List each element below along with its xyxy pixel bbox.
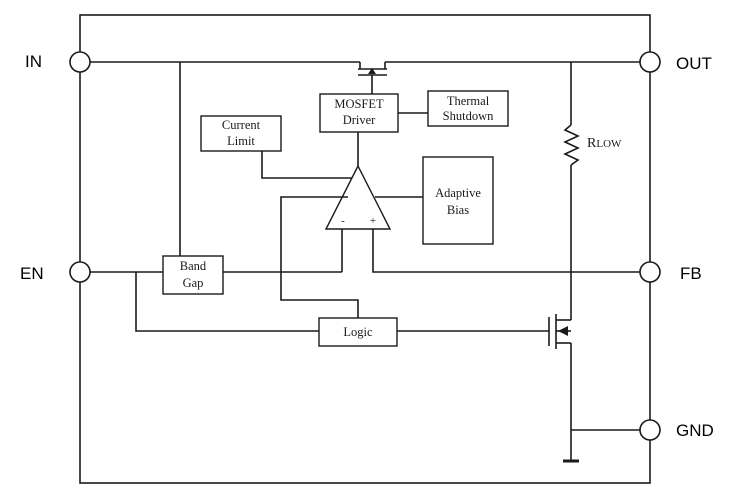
pin-gnd bbox=[639, 419, 661, 441]
rlow-label: RLOW bbox=[587, 136, 622, 151]
bandgap-label-1: Band bbox=[180, 259, 207, 273]
amp-minus-label: - bbox=[341, 215, 345, 227]
current-limit-block bbox=[200, 115, 282, 152]
pin-en-label: EN bbox=[20, 264, 44, 283]
adaptive-bias-block bbox=[422, 156, 494, 245]
en-to-logic-wire bbox=[135, 272, 319, 332]
pin-gnd-label: GND bbox=[676, 421, 714, 440]
current-limit-wire bbox=[261, 151, 358, 179]
chip-outline bbox=[79, 14, 651, 484]
pin-fb-label: FB bbox=[680, 264, 702, 283]
thermal-shutdown-block bbox=[427, 90, 509, 127]
pass-pmos-transistor bbox=[358, 62, 387, 94]
bandgap-block bbox=[162, 255, 224, 295]
thermal-label-2: Shutdown bbox=[443, 109, 494, 123]
pin-in-label: IN bbox=[25, 52, 42, 71]
pin-en bbox=[69, 261, 91, 283]
thermal-label-1: Thermal bbox=[447, 94, 490, 108]
pin-out-label: OUT bbox=[676, 54, 712, 73]
pin-in bbox=[69, 51, 91, 73]
pin-out bbox=[639, 51, 661, 73]
amp-to-logic-wire bbox=[280, 196, 359, 318]
mosfet-driver-label-2: Driver bbox=[343, 113, 376, 127]
adaptive-bias-label-1: Adaptive bbox=[435, 186, 481, 200]
pin-fb bbox=[639, 261, 661, 283]
logic-block bbox=[318, 317, 398, 347]
bandgap-label-2: Gap bbox=[183, 276, 204, 290]
mosfet-driver-label-1: MOSFET bbox=[334, 97, 384, 111]
current-limit-label-2: Limit bbox=[227, 134, 255, 148]
adaptive-bias-label-2: Bias bbox=[447, 203, 469, 217]
discharge-nmos-transistor bbox=[548, 314, 571, 349]
rlow-resistor bbox=[563, 124, 580, 166]
fb-wire bbox=[372, 229, 640, 273]
logic-label: Logic bbox=[343, 325, 373, 339]
amp-plus-label: + bbox=[370, 215, 376, 227]
current-limit-label-1: Current bbox=[222, 118, 261, 132]
